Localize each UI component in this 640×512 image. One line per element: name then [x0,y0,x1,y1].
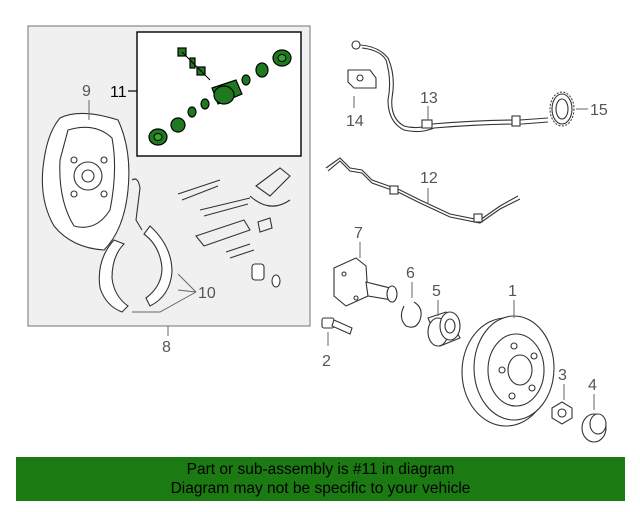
callout-14: 14 [346,113,364,130]
tone-ring[interactable] [549,91,575,127]
sensor-bracket[interactable] [347,69,377,89]
callout-8: 8 [162,339,171,356]
parts-diagram: 11 9 10 8 14 [27,25,608,443]
snap-ring[interactable] [400,301,422,328]
callout-7: 7 [354,225,363,242]
brake-shoes[interactable] [98,225,173,313]
hub-bolt[interactable] [321,317,353,335]
wheel-cylinder-parts[interactable] [148,47,292,146]
brake-hardware[interactable] [131,167,291,288]
info-banner: Part or sub-assembly is #11 in diagram D… [16,457,625,501]
callout-4: 4 [588,377,597,394]
banner-line-1: Part or sub-assembly is #11 in diagram [186,461,455,478]
brake-drum[interactable] [461,315,555,427]
callout-6: 6 [406,265,415,282]
wheel-bearing[interactable] [427,311,461,347]
callout-10: 10 [198,285,216,302]
callout-2: 2 [322,353,331,370]
backing-plate[interactable] [41,112,130,251]
callout-12: 12 [420,170,438,187]
lug-nut[interactable] [551,401,573,425]
brake-line[interactable] [325,157,521,224]
callout-3: 3 [558,367,567,384]
callout-9: 9 [82,83,91,100]
dust-cap[interactable] [581,413,607,443]
callout-11: 11 [110,84,127,101]
spindle[interactable] [333,257,398,307]
callout-15: 15 [590,102,608,119]
callout-13: 13 [420,90,438,107]
abs-sensor-wire[interactable] [351,40,549,133]
callout-5: 5 [432,283,441,300]
banner-line-2: Diagram may not be specific to your vehi… [170,480,471,497]
callout-1: 1 [508,283,517,300]
